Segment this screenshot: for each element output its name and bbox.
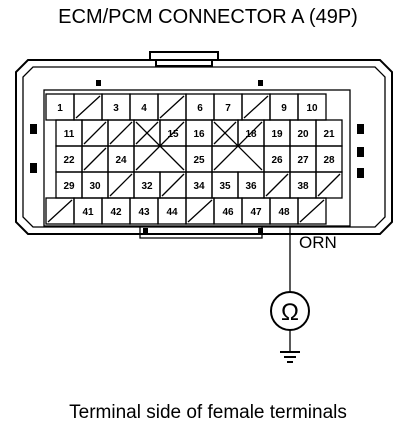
terminal-blank-slash xyxy=(265,173,289,197)
terminal-empty xyxy=(297,197,327,225)
terminal-label: 38 xyxy=(297,181,309,192)
terminal-cross-b xyxy=(213,121,263,171)
connector-housing-inner xyxy=(22,66,386,228)
side-key-left-1 xyxy=(30,124,37,134)
terminal-cross-b xyxy=(135,121,185,171)
terminal-empty xyxy=(211,145,265,173)
terminal-label: 9 xyxy=(281,103,287,114)
terminal-empty xyxy=(315,171,343,199)
side-key-right-1 xyxy=(357,124,364,134)
terminal-label: 21 xyxy=(323,129,335,140)
terminal-label: 28 xyxy=(323,155,335,166)
terminal-blank-slash xyxy=(83,121,107,145)
terminal-label: 10 xyxy=(306,103,318,114)
terminal-field xyxy=(43,89,351,227)
terminal-label: 47 xyxy=(250,207,262,218)
guide-mark-right xyxy=(258,80,263,86)
terminal-label: 19 xyxy=(271,129,283,140)
terminal-label: 26 xyxy=(271,155,283,166)
terminal-blank-slash xyxy=(75,95,101,119)
terminal-label: 1 xyxy=(57,103,63,114)
terminal-label: 15 xyxy=(167,129,179,140)
terminal-blank-slash xyxy=(317,173,341,197)
terminal-label: 30 xyxy=(89,181,101,192)
terminal-label: 34 xyxy=(193,181,205,192)
terminal-blank-slash xyxy=(187,199,213,223)
terminal-blank-slash xyxy=(47,199,73,223)
terminal-empty xyxy=(133,145,187,173)
side-key-right-3 xyxy=(357,168,364,178)
terminal-label: 48 xyxy=(278,207,290,218)
terminal-label: 6 xyxy=(197,103,203,114)
terminal-label: 4 xyxy=(141,103,147,114)
connector-housing xyxy=(15,59,393,235)
terminal-label: 16 xyxy=(193,129,205,140)
terminal-blank-slash xyxy=(109,173,133,197)
guide-mark-left xyxy=(96,80,101,86)
terminal-label: 36 xyxy=(245,181,257,192)
terminal-label: 22 xyxy=(63,155,75,166)
terminal-blank-slash xyxy=(161,173,185,197)
side-key-left-2 xyxy=(30,163,37,173)
terminal-label: 18 xyxy=(245,129,257,140)
connector-latch xyxy=(149,51,219,67)
terminal-label: 25 xyxy=(193,155,205,166)
terminal-label: 24 xyxy=(115,155,127,166)
terminal-label: 43 xyxy=(138,207,150,218)
terminal-label: 7 xyxy=(225,103,231,114)
guide-mark-bottom-left xyxy=(143,228,148,234)
terminal-blank-slash xyxy=(159,95,185,119)
terminal-label: 41 xyxy=(82,207,94,218)
terminal-label: 46 xyxy=(222,207,234,218)
terminal-label: 20 xyxy=(297,129,309,140)
terminal-label: 44 xyxy=(166,207,178,218)
connector-bottom-tab xyxy=(139,227,263,239)
terminal-label: 27 xyxy=(297,155,309,166)
terminal-label: 32 xyxy=(141,181,153,192)
ohmmeter-symbol: Ω xyxy=(281,299,299,326)
side-key-right-2 xyxy=(357,147,364,157)
connector-title: ECM/PCM CONNECTOR A (49P) xyxy=(58,6,358,28)
terminal-label: 11 xyxy=(64,129,75,140)
terminal-blank-slash xyxy=(299,199,325,223)
diagram-caption: Terminal side of female terminals xyxy=(69,402,347,423)
wire-color-label: ORN xyxy=(299,233,337,252)
guide-mark-bottom-right xyxy=(258,228,263,234)
terminal-label: 29 xyxy=(63,181,75,192)
terminal-label: 35 xyxy=(219,181,231,192)
terminal-blank-slash xyxy=(83,147,107,171)
terminal-blank-slash xyxy=(243,95,269,119)
terminal-blank-slash xyxy=(109,121,133,145)
terminal-label: 42 xyxy=(110,207,122,218)
terminal-label: 3 xyxy=(113,103,119,114)
